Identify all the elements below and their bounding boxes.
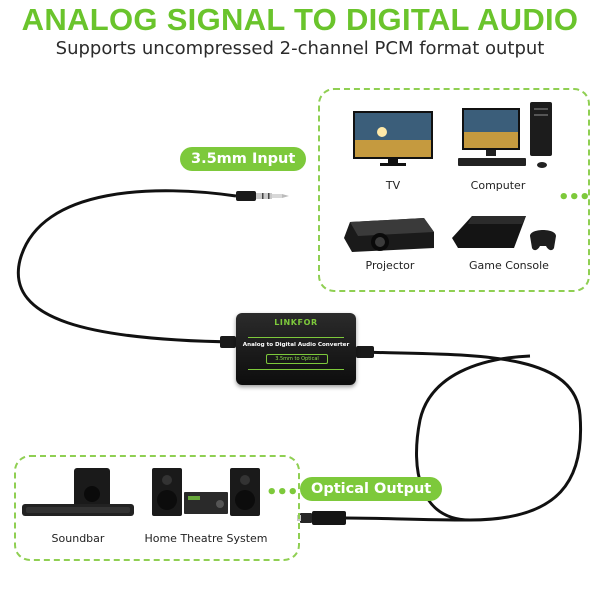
converter-box: LINKFOR Analog to Digital Audio Converte…: [236, 313, 356, 385]
home-theatre-icon: [152, 468, 260, 516]
output-label-pill: Optical Output: [300, 477, 443, 501]
output-label-soundbar: Soundbar: [51, 532, 105, 545]
input-label-pill: 3.5mm Input: [180, 147, 307, 171]
optical-tail: [344, 516, 471, 522]
converter-line-top: [248, 337, 344, 338]
more-sources-indicator: •••: [558, 187, 591, 208]
tv-icon: [353, 111, 433, 166]
source-label-tv: TV: [385, 179, 401, 192]
converter-line-bottom: [248, 369, 344, 370]
input-cable: [16, 189, 237, 344]
converter-right-relief: [356, 346, 374, 358]
source-label-game-console: Game Console: [469, 259, 549, 272]
source-label-projector: Projector: [365, 259, 415, 272]
more-outputs-indicator: •••: [266, 482, 299, 503]
output-devices-panel: [14, 455, 300, 561]
optical-plug-icon: [297, 511, 346, 525]
projector-icon: [344, 218, 434, 252]
soundbar-icon: [22, 468, 134, 516]
source-label-computer: Computer: [470, 179, 526, 192]
source-devices-panel: [318, 88, 590, 292]
page-title: ANALOG SIGNAL TO DIGITAL AUDIO: [21, 2, 579, 37]
converter-left-relief: [220, 336, 236, 348]
output-label-home-theatre: Home Theatre System: [144, 532, 268, 545]
converter-title: Analog to Digital Audio Converter: [242, 342, 350, 348]
converter-tag: 3.5mm to Optical: [266, 354, 328, 364]
output-cable: [355, 350, 583, 522]
converter-brand: LINKFOR: [274, 318, 318, 327]
computer-icon: [458, 102, 552, 168]
page-subtitle: Supports uncompressed 2-channel PCM form…: [55, 38, 545, 59]
game-console-icon: [452, 216, 556, 251]
audio-jack-icon: [236, 191, 289, 201]
